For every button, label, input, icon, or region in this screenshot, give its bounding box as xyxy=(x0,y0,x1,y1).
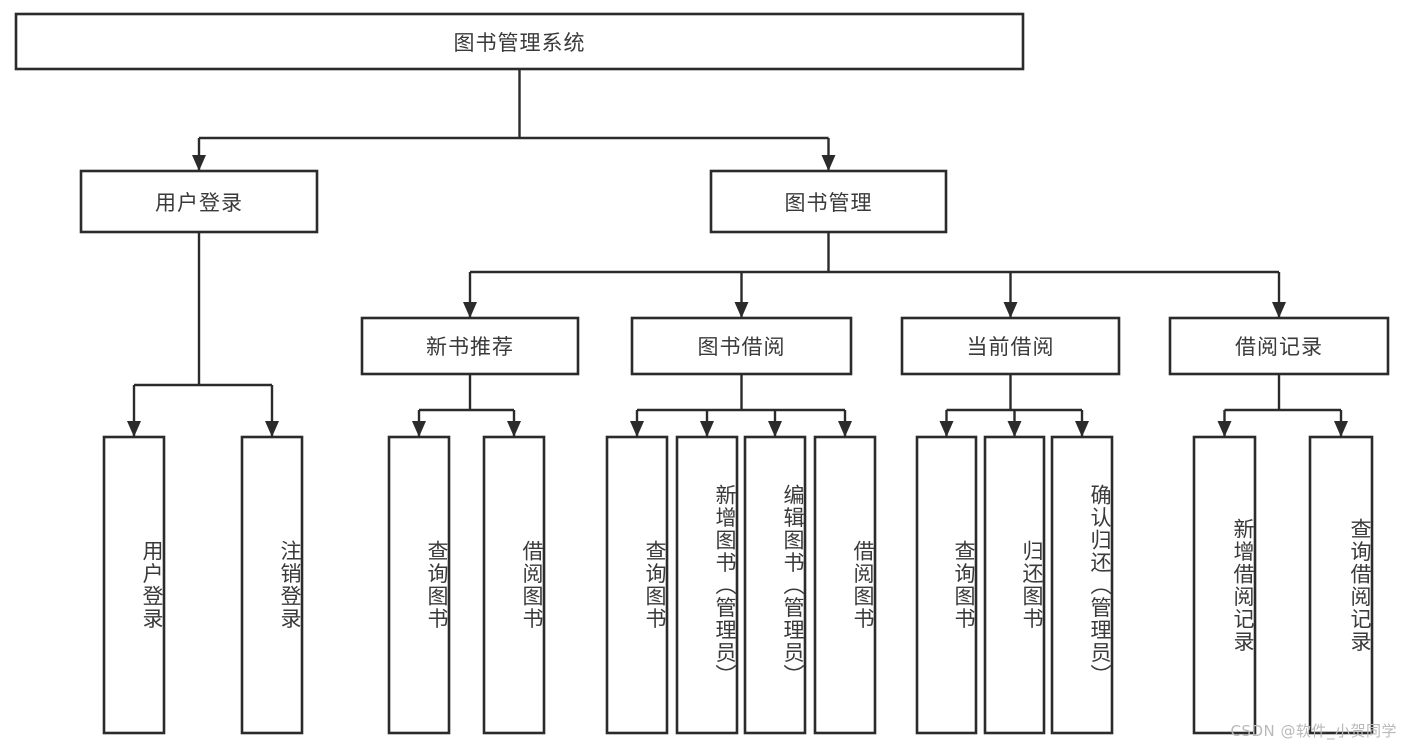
arrow-head-leaf-user-login xyxy=(127,421,141,437)
arrow-head-leaf-query-book-recommend xyxy=(412,421,426,437)
arrow-head-book-borrow xyxy=(734,302,749,318)
node-leaf-leaf-return-book[interactable] xyxy=(983,435,1046,735)
node-leaf-leaf-query-book-borrow[interactable] xyxy=(605,435,669,735)
arrow-head-book-manage xyxy=(821,155,836,171)
node-level3-current-borrow[interactable] xyxy=(900,316,1121,376)
arrow-head-leaf-logout xyxy=(265,421,279,437)
arrow-head-leaf-query-book-current xyxy=(939,421,954,437)
node-leaf-leaf-logout[interactable] xyxy=(240,435,304,735)
node-leaf-leaf-edit-book-admin[interactable] xyxy=(743,435,807,735)
boxes-layer xyxy=(14,12,1390,735)
node-root-root[interactable] xyxy=(14,12,1025,71)
node-leaf-leaf-query-book-recommend[interactable] xyxy=(387,435,451,735)
node-leaf-leaf-add-borrow-record[interactable] xyxy=(1192,435,1257,735)
arrow-head-leaf-borrow-book xyxy=(838,421,852,437)
connectors-layer xyxy=(127,69,1348,437)
node-leaf-leaf-confirm-return-admin[interactable] xyxy=(1050,435,1114,735)
arrow-head-leaf-query-book-borrow xyxy=(630,421,644,437)
node-leaf-leaf-add-book-admin[interactable] xyxy=(675,435,739,735)
arrow-head-user-login xyxy=(192,155,206,171)
arrow-head-leaf-query-borrow-record xyxy=(1334,421,1348,437)
arrow-head-leaf-edit-book-admin xyxy=(768,421,782,437)
arrow-head-current-borrow xyxy=(1003,302,1018,318)
arrow-head-borrow-record xyxy=(1272,302,1286,318)
node-leaf-leaf-query-borrow-record[interactable] xyxy=(1308,435,1374,735)
arrow-head-leaf-confirm-return-admin xyxy=(1075,421,1089,437)
node-level2-book-manage[interactable] xyxy=(709,169,948,234)
arrow-head-leaf-borrow-book-recommend xyxy=(507,421,521,437)
arrow-head-new-book-recommend xyxy=(463,302,477,318)
node-level3-book-borrow[interactable] xyxy=(630,316,853,376)
node-leaf-leaf-borrow-book[interactable] xyxy=(813,435,877,735)
node-level3-borrow-record[interactable] xyxy=(1168,316,1390,376)
arrow-head-leaf-return-book xyxy=(1007,421,1022,437)
node-leaf-leaf-query-book-current[interactable] xyxy=(915,435,978,735)
node-leaf-leaf-borrow-book-recommend[interactable] xyxy=(482,435,546,735)
node-level3-new-book-recommend[interactable] xyxy=(360,316,580,376)
node-level2-user-login[interactable] xyxy=(79,169,319,234)
node-leaf-leaf-user-login[interactable] xyxy=(102,435,166,735)
arrow-head-leaf-add-borrow-record xyxy=(1217,421,1232,437)
arrow-head-leaf-add-book-admin xyxy=(700,421,714,437)
